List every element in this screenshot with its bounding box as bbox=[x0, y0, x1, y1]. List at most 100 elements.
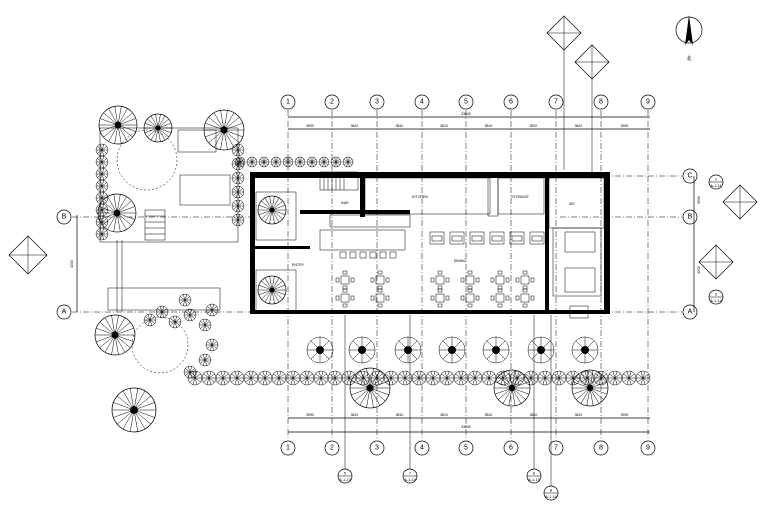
dining-table bbox=[370, 288, 390, 308]
tree-icon bbox=[571, 369, 609, 407]
bottom-segment-dimension: 3810 bbox=[575, 413, 583, 417]
bar-stool bbox=[379, 251, 387, 259]
tag-code: A-1.15 bbox=[528, 477, 541, 482]
dining-table bbox=[460, 270, 480, 290]
shrub-icon bbox=[607, 370, 623, 386]
landscape-shrubs bbox=[95, 143, 651, 386]
shrub-icon bbox=[205, 338, 219, 352]
tag-number: 8 bbox=[550, 488, 553, 493]
bottom-segment-dimension: 3810 bbox=[440, 413, 448, 417]
axis-label: A bbox=[62, 309, 67, 316]
axis-bubble: 9 bbox=[640, 94, 656, 110]
shrub-icon bbox=[231, 171, 245, 185]
shrub-icon bbox=[411, 370, 427, 386]
axis-bubble: 7 bbox=[548, 94, 564, 110]
tree-icon bbox=[97, 193, 137, 233]
stair bbox=[319, 171, 359, 191]
umbrella-table bbox=[571, 336, 599, 364]
shrub-icon bbox=[198, 318, 212, 332]
axis-bubble: 1 bbox=[280, 94, 296, 110]
shrub-icon bbox=[425, 370, 441, 386]
room-label-dining: DINING bbox=[454, 259, 467, 263]
shrub-icon bbox=[621, 370, 637, 386]
dining-table bbox=[515, 270, 535, 290]
section-callout-tag: 3A-1.12 bbox=[708, 289, 724, 305]
shrub-icon bbox=[593, 370, 609, 386]
tree-icon bbox=[349, 367, 391, 409]
booth-seat bbox=[449, 231, 465, 245]
bottom-segment-dimension: 3810 bbox=[351, 413, 359, 417]
bottom-segment-dimension: 3810 bbox=[485, 413, 493, 417]
tag-number: 1 bbox=[715, 177, 718, 182]
axis-bubble: 6 bbox=[503, 440, 519, 456]
axis-label: A bbox=[688, 309, 693, 316]
axis-bubble: 4 bbox=[414, 440, 430, 456]
bottom-segment-dimension: 3810 bbox=[396, 413, 404, 417]
axis-label: 4 bbox=[420, 445, 424, 452]
dining-table bbox=[490, 270, 510, 290]
shrub-icon bbox=[327, 370, 343, 386]
detail-callout-tag bbox=[722, 184, 758, 220]
axis-label: 8 bbox=[599, 99, 603, 106]
north-label: 北 bbox=[686, 55, 691, 62]
axis-bubble: 2 bbox=[324, 94, 340, 110]
shrub-icon bbox=[95, 155, 109, 169]
shrub-icon bbox=[495, 370, 511, 386]
bottom-segment-dimension: 3990 bbox=[306, 413, 314, 417]
bottom-segment-dimension: 3810 bbox=[530, 413, 538, 417]
axis-bubble: B bbox=[682, 209, 698, 225]
shrub-icon bbox=[95, 179, 109, 193]
axis-label: 9 bbox=[646, 445, 650, 452]
axis-bubble: 7 bbox=[548, 440, 564, 456]
tree-icon bbox=[257, 195, 287, 225]
axis-label: 1 bbox=[286, 99, 290, 106]
booth-seat bbox=[469, 231, 485, 245]
umbrella-table bbox=[306, 336, 334, 364]
room-label-storage: STORAGE bbox=[511, 195, 529, 199]
axis-bubble: A bbox=[682, 304, 698, 320]
axis-bubble: 9 bbox=[640, 440, 656, 456]
shrub-icon bbox=[383, 370, 399, 386]
tag-number: 8 bbox=[533, 471, 536, 476]
shrub-icon bbox=[285, 370, 301, 386]
shrub-icon bbox=[95, 227, 109, 241]
booth-seats bbox=[429, 231, 545, 245]
axis-bubble: 1 bbox=[280, 440, 296, 456]
shrub-icon bbox=[95, 167, 109, 181]
shrub-icon bbox=[306, 156, 318, 168]
shrub-icon bbox=[201, 370, 217, 386]
shrub-icon bbox=[183, 365, 197, 379]
tag-code: A-1.14 bbox=[404, 477, 417, 482]
axis-label: B bbox=[62, 214, 67, 221]
axis-label: 5 bbox=[464, 445, 468, 452]
shrub-icon bbox=[282, 156, 294, 168]
building-walls bbox=[250, 172, 610, 314]
shrub-icon bbox=[537, 370, 553, 386]
shrub-icon bbox=[523, 370, 539, 386]
tree-icon bbox=[111, 387, 157, 433]
axis-label: 2 bbox=[330, 445, 334, 452]
shrub-icon bbox=[341, 370, 357, 386]
booth-seat bbox=[509, 231, 525, 245]
top-segment-dimension: 3990 bbox=[306, 124, 314, 128]
north-arrow-icon: 北 bbox=[675, 15, 703, 62]
dining-table bbox=[460, 288, 480, 308]
dining-table bbox=[430, 270, 450, 290]
entry-planters bbox=[255, 191, 297, 313]
bar-stool bbox=[349, 251, 357, 259]
tree-icon bbox=[98, 105, 138, 145]
dining-tables bbox=[335, 270, 535, 308]
shrub-icon bbox=[205, 303, 219, 317]
axis-bubble: A bbox=[56, 304, 72, 320]
bar-stool bbox=[339, 251, 347, 259]
shrub-icon bbox=[168, 315, 182, 329]
bar-stool bbox=[369, 251, 377, 259]
axis-label: 8 bbox=[599, 445, 603, 452]
section-callout-tag: 8A-1.15 bbox=[526, 468, 542, 484]
shrub-icon bbox=[183, 308, 197, 322]
axis-label: C bbox=[687, 173, 692, 180]
umbrella-table bbox=[527, 336, 555, 364]
shrub-icon bbox=[271, 370, 287, 386]
top-segment-dimension: 3810 bbox=[396, 124, 404, 128]
